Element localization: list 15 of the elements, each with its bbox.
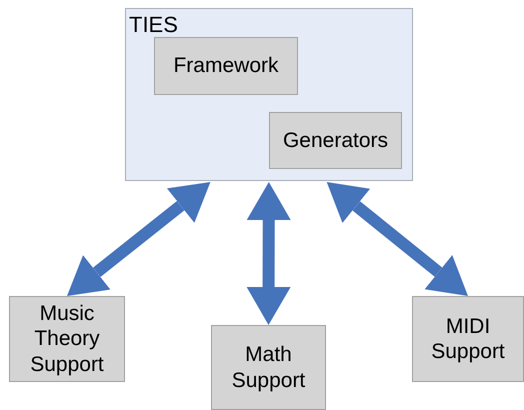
box-title: TIES bbox=[128, 11, 178, 38]
module-box bbox=[9, 296, 125, 382]
module-box bbox=[269, 112, 402, 169]
system-box bbox=[125, 8, 413, 181]
box-label: Framework bbox=[172, 53, 280, 79]
box-label: Math Support bbox=[230, 342, 306, 393]
box-label: Generators bbox=[282, 128, 390, 154]
double-arrow bbox=[67, 182, 210, 296]
module-box bbox=[412, 296, 524, 382]
box-label: Music Theory Support bbox=[29, 301, 105, 377]
box-label: MIDI Support bbox=[430, 314, 506, 364]
double-arrow bbox=[326, 182, 468, 296]
module-box bbox=[154, 37, 298, 95]
double-arrow bbox=[246, 182, 291, 325]
module-box bbox=[211, 325, 326, 410]
